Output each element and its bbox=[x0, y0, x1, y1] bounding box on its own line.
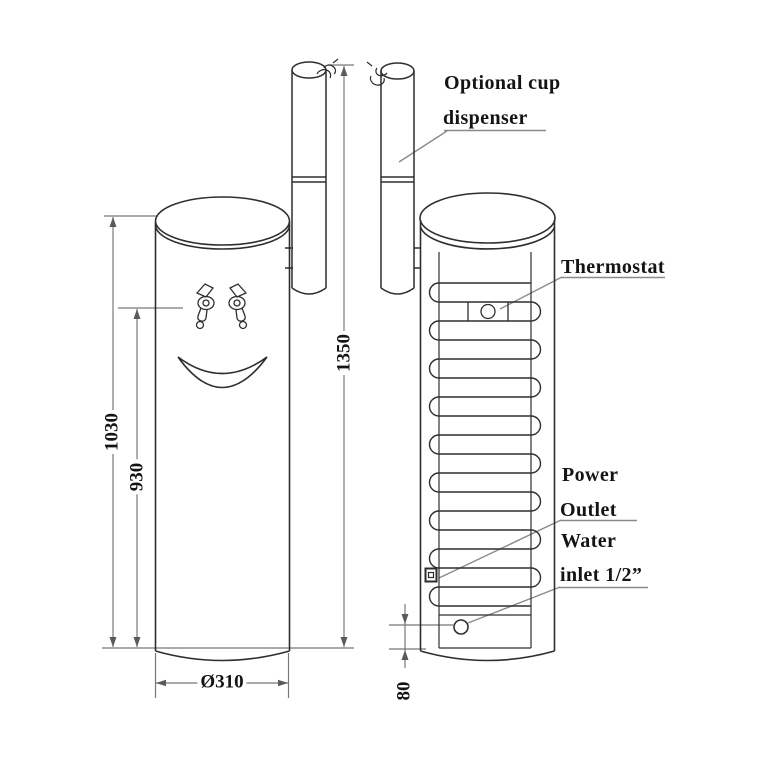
arrow-80-top bbox=[401, 614, 409, 624]
arrow-1350-bottom bbox=[340, 637, 348, 647]
power-outlet-connector bbox=[424, 567, 438, 583]
cup-tube-right-bottom bbox=[380, 287, 415, 295]
dim-text-930: 930 bbox=[126, 459, 148, 495]
faucet-left-body bbox=[197, 295, 215, 311]
rear-top-ellipse bbox=[419, 192, 556, 244]
label-thermostat: Thermostat bbox=[561, 256, 665, 278]
arrow-dia-left bbox=[156, 679, 166, 687]
dimension-arrowheads bbox=[109, 66, 409, 687]
rear-view bbox=[419, 192, 556, 662]
label-water-line2: inlet 1/2” bbox=[560, 564, 643, 586]
rear-bottom-edge bbox=[420, 650, 555, 662]
label-water-line1: Water bbox=[561, 530, 617, 552]
front-top-ellipse bbox=[154, 196, 291, 246]
faucet-right-hub bbox=[233, 299, 241, 307]
cup-stack-icon bbox=[316, 58, 339, 79]
cup-stack-icon bbox=[366, 61, 388, 86]
faucet-left-handle bbox=[195, 283, 214, 298]
rear-inner-panel bbox=[438, 252, 532, 649]
arrow-dia-right bbox=[278, 679, 288, 687]
dim-text-1350: 1350 bbox=[333, 331, 355, 375]
arrow-80-bottom bbox=[401, 650, 409, 660]
cup-tube-left-bottom bbox=[291, 287, 327, 295]
arrow-1030-top bbox=[109, 217, 117, 227]
arrow-930-top bbox=[133, 309, 141, 319]
faucet-right-drip bbox=[238, 320, 248, 330]
faucet-right-body bbox=[228, 295, 246, 311]
faucet-right-icon bbox=[228, 283, 248, 330]
dimension-lines bbox=[102, 64, 453, 698]
leader-cup-dispenser bbox=[398, 130, 448, 163]
dim-text-1030: 1030 bbox=[101, 410, 123, 454]
dim-text-dia310: Ø310 bbox=[197, 671, 247, 693]
faucet-left-drip bbox=[195, 320, 205, 330]
faucet-left-hub bbox=[202, 299, 210, 307]
label-optional-cup-line1: Optional cup bbox=[444, 72, 561, 94]
cup-tube-left bbox=[285, 58, 339, 295]
thermostat-window bbox=[467, 302, 509, 321]
arrow-1350-top bbox=[340, 66, 348, 76]
power-outlet-body bbox=[424, 567, 438, 583]
water-inlet-port bbox=[453, 619, 469, 635]
label-optional-cup-line2: dispenser bbox=[443, 107, 528, 129]
front-view bbox=[154, 196, 291, 662]
thermostat-knob bbox=[480, 303, 496, 320]
front-bottom-edge bbox=[155, 650, 290, 662]
faucet-right-handle bbox=[229, 283, 248, 298]
front-top-rim bbox=[154, 224, 291, 250]
condenser-coil bbox=[428, 282, 542, 607]
label-power-line1: Power bbox=[562, 464, 619, 486]
power-outlet-slot bbox=[427, 571, 435, 579]
cup-tube-right-opening bbox=[380, 62, 415, 80]
drip-tray bbox=[177, 356, 268, 389]
rear-top-rim bbox=[419, 226, 556, 250]
label-power-line2: Outlet bbox=[560, 499, 617, 521]
leader-water-inlet bbox=[467, 586, 561, 624]
cup-tube-right bbox=[366, 61, 421, 295]
arrow-1030-bottom bbox=[109, 637, 117, 647]
faucet-left-icon bbox=[195, 283, 215, 330]
arrow-930-bottom bbox=[133, 637, 141, 647]
dim-text-80: 80 bbox=[393, 678, 415, 704]
